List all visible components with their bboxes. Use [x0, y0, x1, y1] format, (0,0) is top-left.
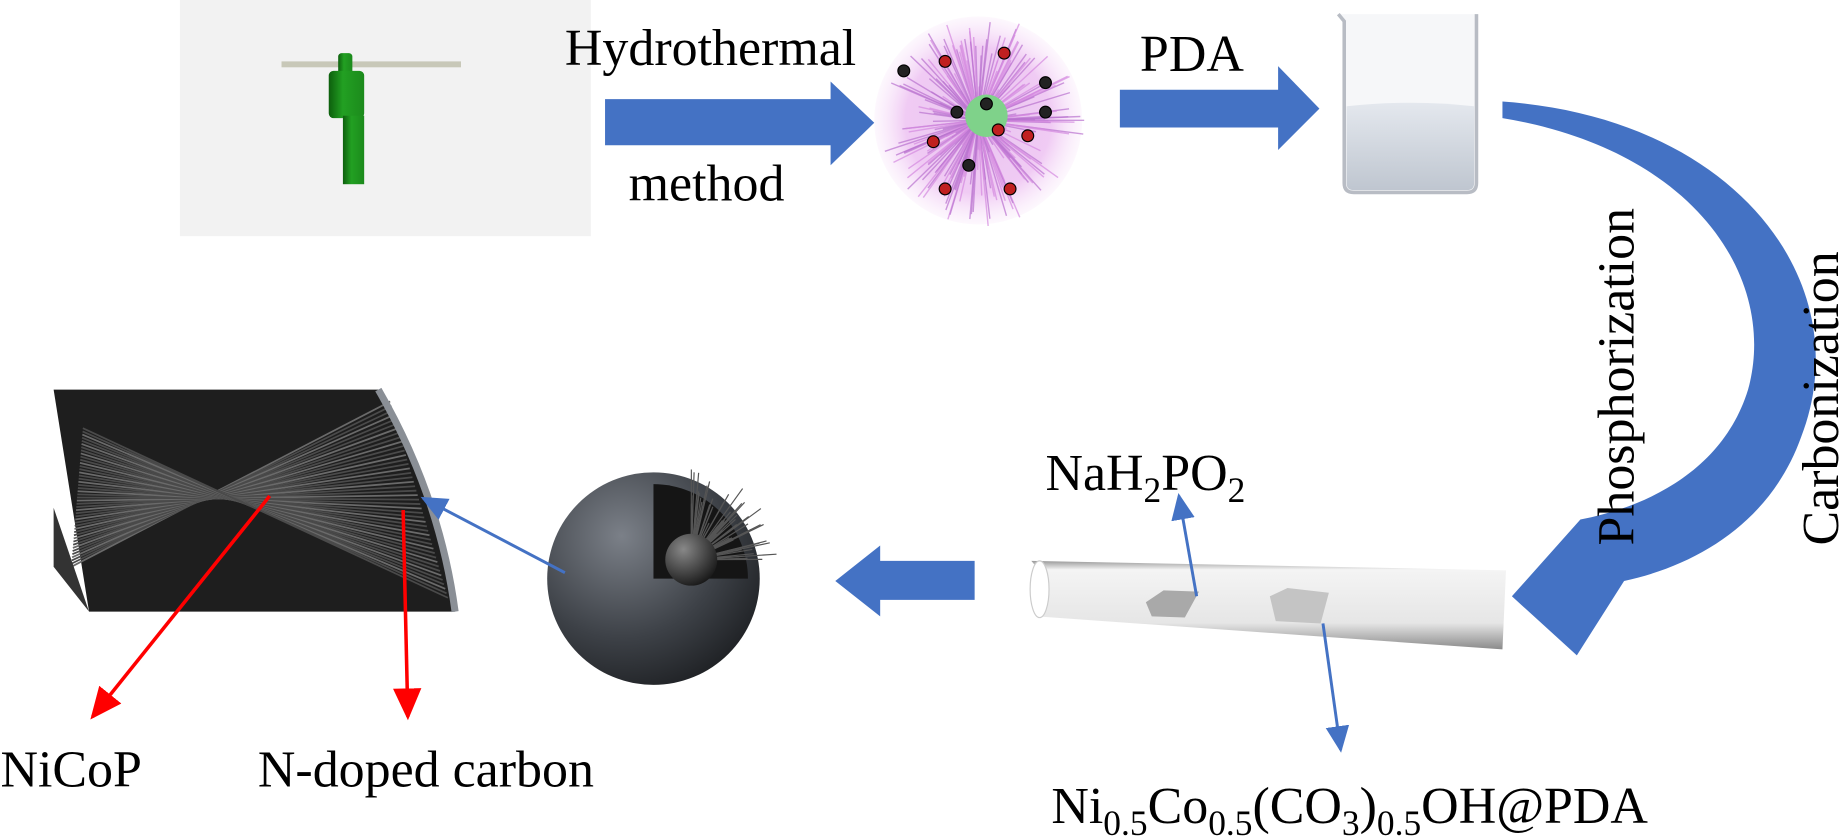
autoclave-rod — [282, 61, 461, 67]
label-nicop: NiCoP — [0, 741, 141, 798]
autoclave-body — [343, 116, 364, 184]
boat-precursor — [1270, 588, 1329, 623]
urchin-microsphere — [874, 17, 1084, 226]
nanoparticle-dot — [981, 98, 993, 110]
autoclave-background — [180, 0, 591, 236]
nanoparticle-dot — [927, 136, 939, 148]
nanoparticle-dot — [939, 55, 951, 67]
process-arrow-left — [835, 546, 974, 617]
label-pda: PDA — [1140, 26, 1244, 83]
nanoparticle-dot — [1040, 106, 1052, 118]
label-nah2po2: NaH2PO2 — [1045, 445, 1245, 510]
label-phosphorization: Phosphorization — [1589, 208, 1646, 546]
pointer-precursor — [1323, 623, 1341, 749]
nanoparticle-dot — [992, 124, 1004, 136]
nanoparticle-dot — [1004, 183, 1016, 195]
autoclave-head — [329, 71, 364, 118]
nanoparticle-dot — [951, 106, 963, 118]
label-n-doped-carbon: N-doped carbon — [258, 741, 594, 798]
label-carbonization: Carbonization — [1793, 251, 1843, 545]
autoclave-illustration — [180, 0, 591, 236]
nanoparticle-dot — [998, 47, 1010, 59]
beaker-icon — [1338, 14, 1476, 192]
label-hydrothermal: Hydrothermal — [565, 20, 856, 77]
nanoparticle-dot — [1040, 77, 1052, 89]
nanoparticle-dot — [939, 183, 951, 195]
nicop-carbon-microsphere — [547, 469, 776, 684]
tube-furnace — [1030, 561, 1506, 650]
process-arrow-hydrothermal — [605, 81, 874, 165]
label-precursor: Ni0.5Co0.5(CO3)0.5OH@PDA — [1051, 778, 1648, 836]
curved-process-arrow — [1502, 102, 1815, 656]
nanoparticle-dot — [963, 159, 975, 171]
label-method: method — [629, 156, 785, 213]
nanoparticle-dot — [1022, 130, 1034, 142]
shell-closeup — [54, 390, 455, 612]
nanoparticle-dot — [898, 65, 910, 77]
